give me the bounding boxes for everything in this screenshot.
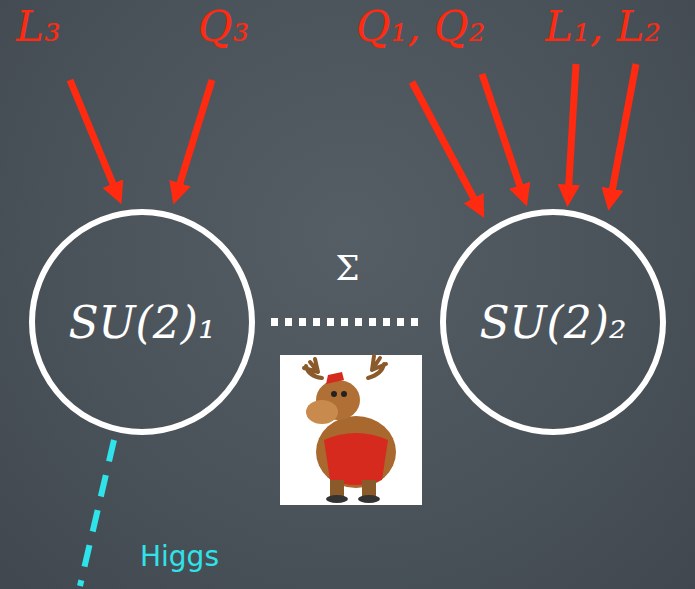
field-arrow xyxy=(482,74,524,198)
field-arrows xyxy=(70,64,636,210)
field-arrow xyxy=(70,80,118,196)
field-label: L₁, L₂ xyxy=(545,2,661,51)
higgs-label: Higgs xyxy=(140,540,219,573)
circle-outline xyxy=(32,212,252,432)
field-arrow xyxy=(412,82,480,210)
group-name: SU(2)₂ xyxy=(479,297,626,348)
gauge-group-circle: SU(2)₂ xyxy=(440,209,666,435)
link-field-connector xyxy=(271,318,424,326)
field-arrow xyxy=(568,64,576,198)
field-arrow xyxy=(610,64,636,202)
field-label: Q₁, Q₂ xyxy=(356,2,485,51)
moose-picture xyxy=(280,355,422,505)
circle-outline xyxy=(443,212,663,432)
field-label: Q₃ xyxy=(198,2,249,51)
field-label: L₃ xyxy=(16,2,61,51)
link-field-label: Σ xyxy=(335,248,359,288)
gauge-group-circle: SU(2)₁ xyxy=(29,209,255,435)
group-name: SU(2)₁ xyxy=(68,297,215,348)
field-arrow xyxy=(176,80,212,196)
higgs-line xyxy=(80,440,114,586)
